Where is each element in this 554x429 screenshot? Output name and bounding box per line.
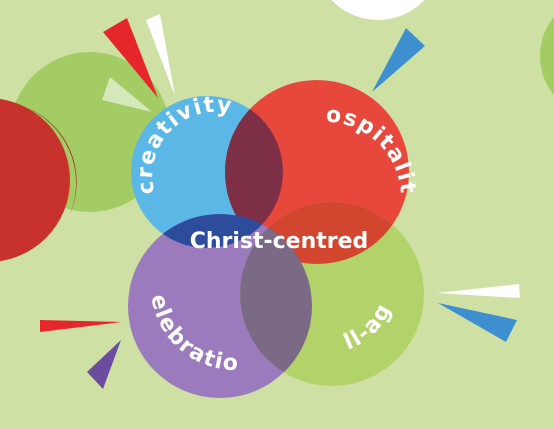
decor-red-circle-left (0, 98, 70, 262)
decor-white-shard-top (146, 14, 175, 96)
decor-white-triangle (102, 77, 152, 112)
decor-white-circle-top (331, 0, 425, 20)
decor-blue-shard-top (372, 28, 425, 92)
decor-purple-shard-left (87, 340, 121, 389)
overlap-celebration-all-age (240, 214, 312, 386)
decor-red-shard-left (40, 320, 122, 332)
label-christ-centred: Christ-centred (190, 229, 369, 254)
decor-blue-shard-right (438, 303, 517, 342)
decor-green-circle-right (540, 16, 554, 96)
decor-white-shard-right (437, 284, 520, 298)
decor-red-shard-top (103, 18, 158, 98)
